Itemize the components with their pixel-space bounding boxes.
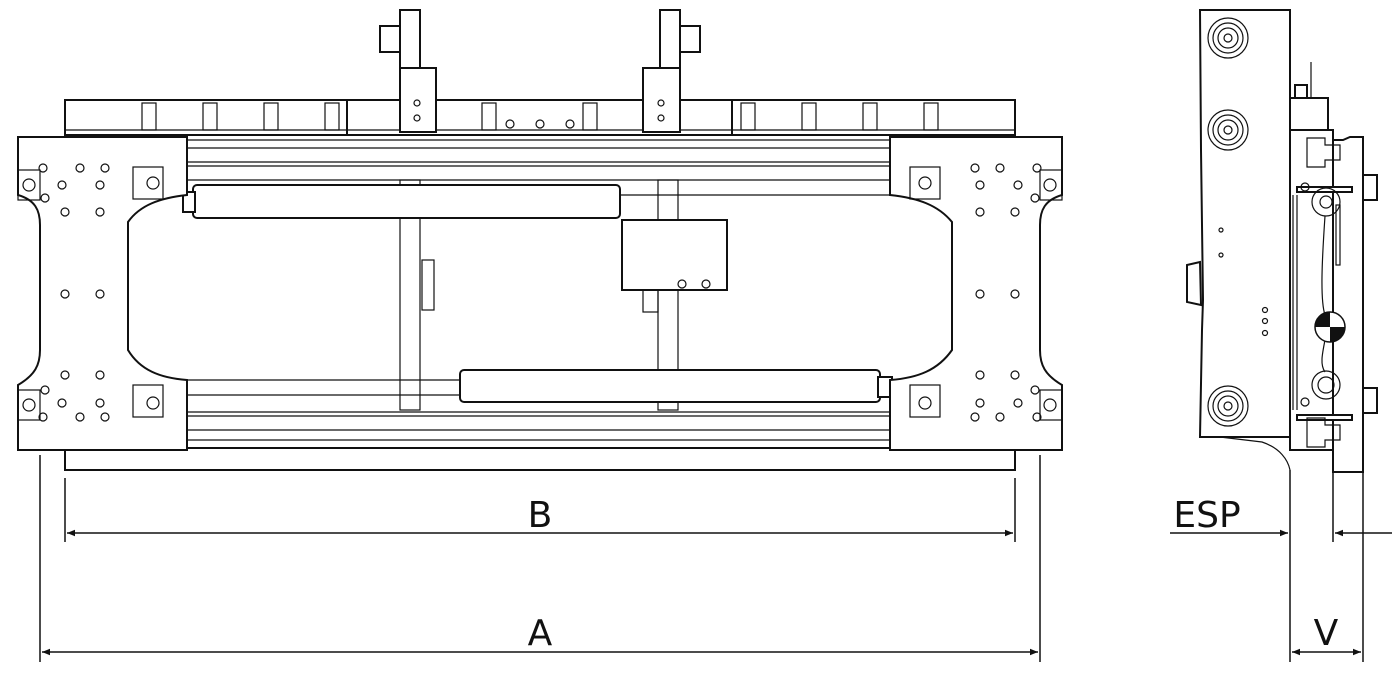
cylinder-top bbox=[182, 184, 621, 219]
valve-block bbox=[621, 219, 728, 291]
left-plate bbox=[17, 136, 188, 451]
dimension-b-label: B bbox=[528, 495, 553, 536]
top-bar bbox=[64, 99, 1016, 136]
dimension-lines bbox=[39, 455, 1392, 662]
bottom-bar bbox=[64, 447, 1016, 471]
front-view bbox=[17, 9, 1063, 471]
dimension-v-label: V bbox=[1314, 613, 1339, 654]
right-plate bbox=[889, 136, 1063, 451]
dimension-esp-label: ESP bbox=[1173, 495, 1240, 536]
roller-icon bbox=[1207, 17, 1269, 427]
dimension-a-label: A bbox=[528, 613, 553, 654]
cylinder-bottom bbox=[459, 369, 893, 403]
side-view bbox=[1186, 9, 1378, 473]
center-of-gravity-icon bbox=[1314, 311, 1346, 343]
upper-hooks bbox=[379, 9, 701, 133]
